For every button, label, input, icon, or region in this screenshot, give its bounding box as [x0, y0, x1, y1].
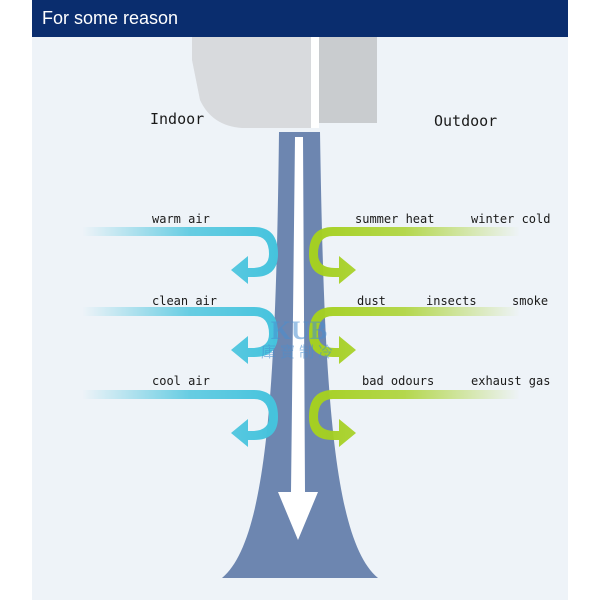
outdoor-arrows	[309, 227, 520, 447]
outdoor-arrow-row-1	[309, 227, 520, 284]
outdoor-arrow-row-2	[309, 307, 520, 364]
outdoor-label-smoke: smoke	[512, 294, 549, 308]
watermark: KUB 庫寶制冷	[261, 316, 337, 361]
outdoor-arrow-row-3	[309, 390, 520, 447]
outdoor-label-summer-heat: summer heat	[355, 212, 435, 226]
indoor-arrow-clean-air	[82, 307, 278, 364]
indoor-arrow-cool-air	[82, 390, 278, 447]
diagram-art: KUB 庫寶制冷	[82, 37, 520, 578]
outdoor-label-winter-cold: winter cold	[471, 212, 551, 226]
airflow-down-arrow	[278, 137, 318, 540]
outdoor-label-exhaust-gas: exhaust gas	[471, 374, 551, 388]
outdoor-label-bad-odours: bad odours	[362, 374, 435, 388]
air-conditioner-unit	[192, 37, 377, 128]
outdoor-label-insects: insects	[426, 294, 477, 308]
watermark-chinese: 庫寶制冷	[261, 343, 337, 361]
indoor-label-clean-air: clean air	[152, 294, 218, 308]
outdoor-label-dust: dust	[357, 294, 386, 308]
indoor-label-cool-air: cool air	[152, 374, 210, 388]
header-bar: For some reason	[32, 0, 568, 37]
indoor-arrow-warm-air	[82, 227, 278, 284]
indoor-label-warm-air: warm air	[152, 212, 210, 226]
indoor-arrows	[82, 227, 278, 447]
watermark-logo: KUB	[271, 316, 327, 345]
indoor-label: Indoor	[150, 110, 205, 128]
diagram-frame: For some reason	[32, 0, 568, 600]
header-title: For some reason	[42, 8, 179, 28]
outdoor-label: Outdoor	[434, 112, 498, 130]
